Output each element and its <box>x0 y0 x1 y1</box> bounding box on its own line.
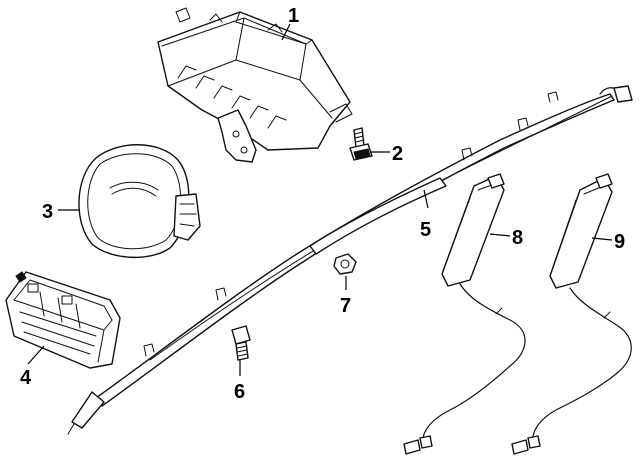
side-airbag-8[interactable] <box>403 173 526 455</box>
knee-airbag-module[interactable] <box>5 271 121 369</box>
callout-1: 1 <box>288 5 299 27</box>
callout-8: 8 <box>512 227 523 249</box>
side-airbag-9[interactable] <box>511 173 632 455</box>
callout-4: 4 <box>20 367 32 389</box>
callout-numbers: 1 2 3 4 5 6 7 8 9 <box>20 5 625 403</box>
bolt-2[interactable] <box>349 127 373 161</box>
callout-7: 7 <box>340 295 351 317</box>
bolt-6[interactable] <box>231 325 251 361</box>
nut-7[interactable] <box>333 253 357 275</box>
callout-5: 5 <box>420 219 431 241</box>
callout-6: 6 <box>234 381 245 403</box>
curtain-airbag[interactable] <box>67 85 633 435</box>
callout-leaders <box>27 23 613 376</box>
callout-9: 9 <box>614 231 625 253</box>
driver-airbag-module[interactable] <box>78 144 201 258</box>
passenger-airbag-module[interactable] <box>157 7 353 163</box>
callout-3: 3 <box>42 201 53 223</box>
callout-2: 2 <box>392 143 403 165</box>
